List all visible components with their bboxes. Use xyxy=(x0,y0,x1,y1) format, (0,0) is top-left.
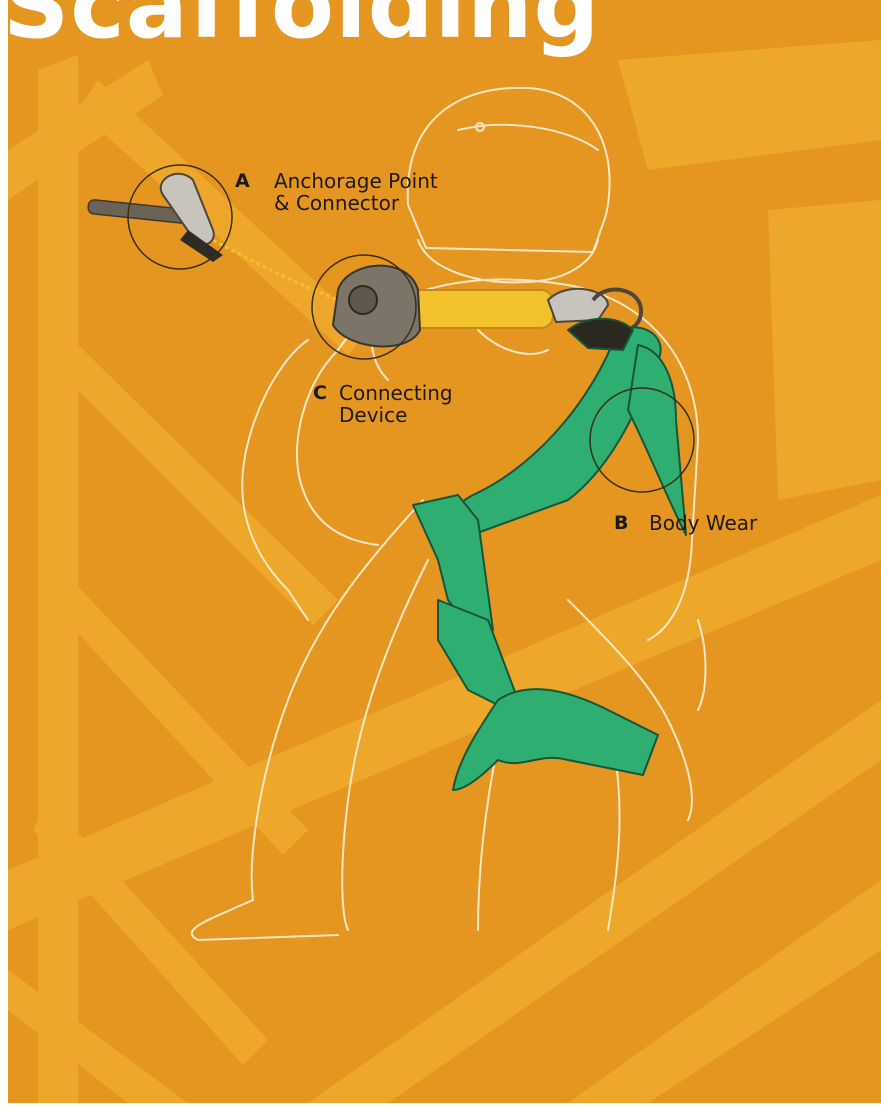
callout-text: Connecting Device xyxy=(339,382,453,426)
page-title: Scaffolding xyxy=(8,0,600,52)
callout-text: Body Wear xyxy=(649,512,757,534)
callout-line: & Connector xyxy=(274,192,438,214)
callout-letter: B xyxy=(614,512,628,534)
callout-line: Connecting xyxy=(339,382,453,404)
harness-d-ring-pad xyxy=(568,319,633,350)
callout-letter: C xyxy=(313,382,327,404)
callout-letter: A xyxy=(235,170,250,192)
harness-back-strap xyxy=(628,345,686,535)
callout-line: Body Wear xyxy=(649,512,757,534)
scaffold-beam-upper-right xyxy=(618,40,881,170)
harness-shoulder-strap xyxy=(453,327,661,540)
shock-absorber xyxy=(403,290,553,328)
scaffold-post-right xyxy=(768,200,881,500)
scaffold-brace-diagonal-5 xyxy=(8,970,188,1103)
fall-arrest-illustration xyxy=(8,0,881,1103)
callout-text: Anchorage Point & Connector xyxy=(274,170,438,214)
callout-line: Anchorage Point xyxy=(274,170,438,192)
callout-line: Device xyxy=(339,404,453,426)
scaffold-brace-diagonal-2 xyxy=(48,330,338,625)
illustration-frame: Scaffolding A Anchorage Point & Connecto… xyxy=(8,0,881,1103)
